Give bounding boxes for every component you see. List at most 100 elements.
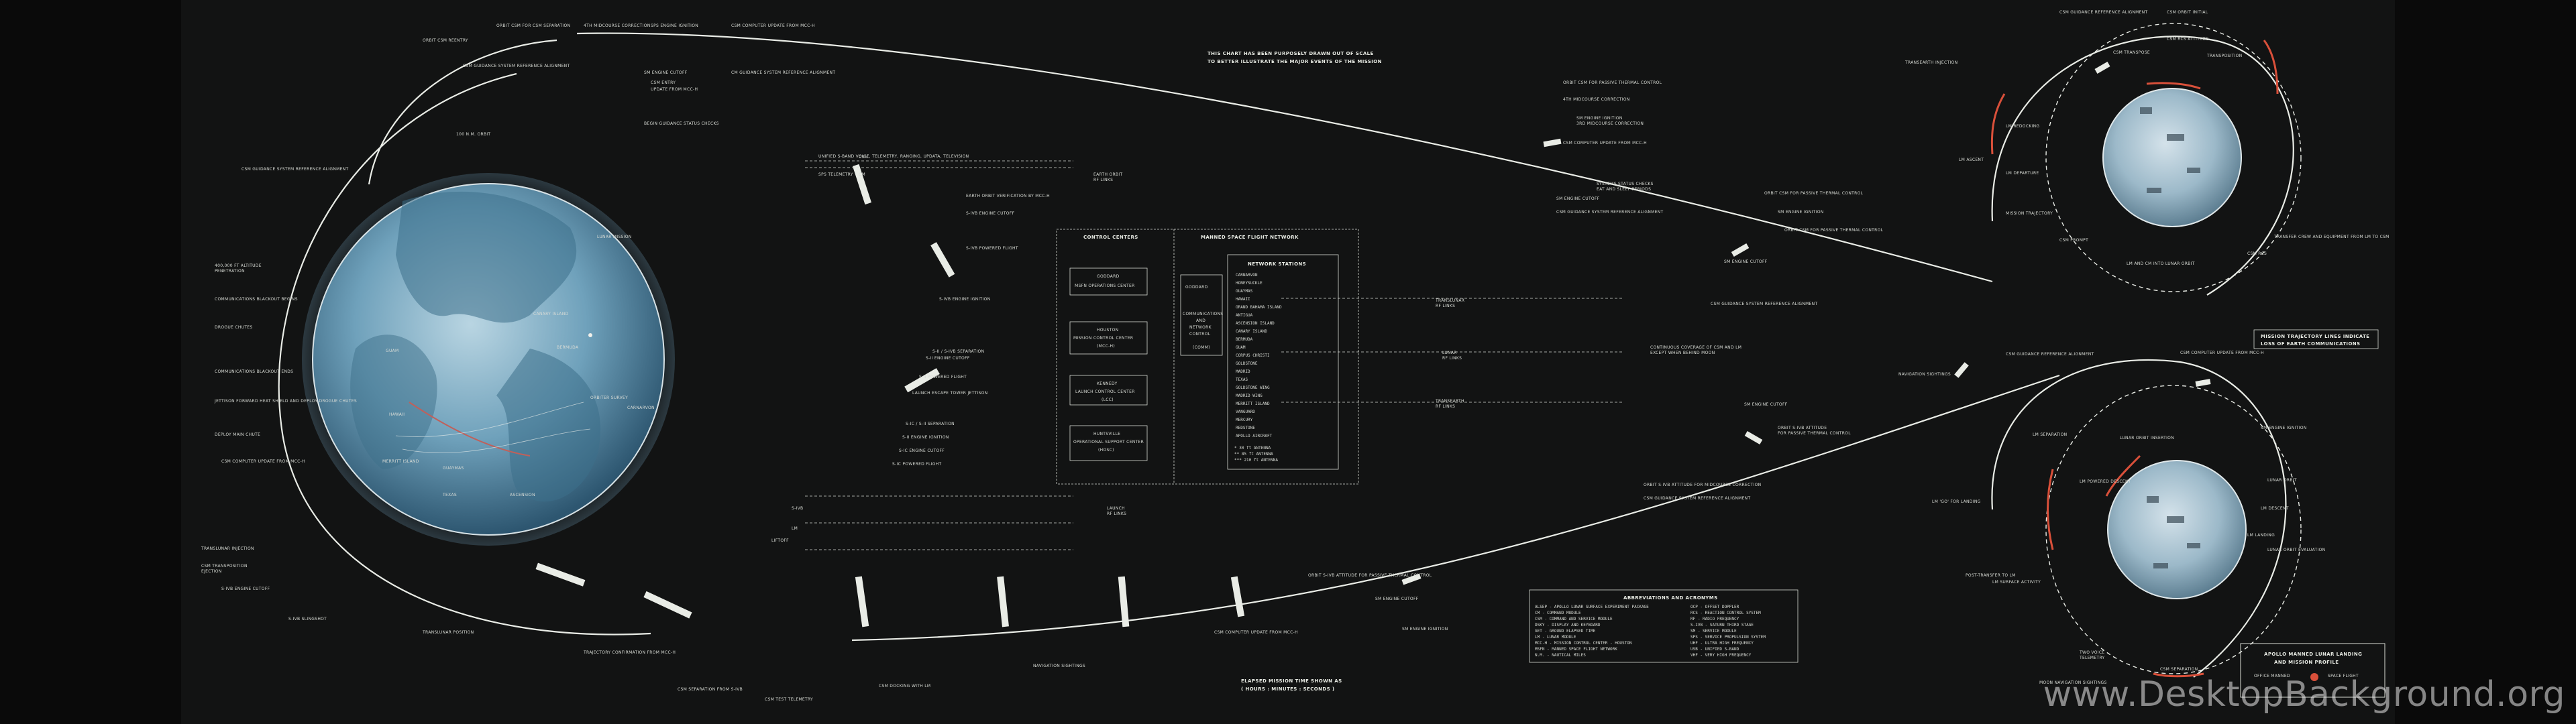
label: CSM GUIDANCE REFERENCE ALIGNMENT [2059,10,2148,15]
label: FOR PASSIVE THERMAL CONTROL [1778,431,1851,436]
earth-label: HAWAII [389,412,405,417]
abbreviation-entry: S-IVB - SATURN THIRD STAGE [1690,623,1754,627]
label: DEPLOY MAIN CHUTE [215,432,260,437]
saturn-v-icon [1118,576,1130,627]
label: RF LINKS [1436,404,1455,409]
label: LUNAR [1442,351,1457,355]
label: CSM COMPUTER UPDATE FROM MCC-H [2180,351,2264,355]
earth-label: BERMUDA [557,345,579,350]
label: TWO VOICE [2079,650,2104,655]
csm-icon [2094,62,2110,74]
label: S-II POWERED FLIGHT [919,375,967,379]
label: TRAJECTORY CONFIRMATION FROM MCC-H [583,650,676,655]
transearth-path [851,374,2060,642]
label: NAVIGATION SIGHTINGS [1033,664,1085,668]
label: DROGUE CHUTES [215,325,253,330]
label: TRANSEARTH [1435,399,1464,404]
label: LM LANDING [2247,533,2275,538]
launch-event-labels: EARTH ORBIT VERIFICATION BY MCC-H S-IVB … [771,194,1050,543]
label: PENETRATION [215,269,245,274]
csm-icon [1401,573,1421,585]
lunar-orbit-top [1991,36,2294,296]
saturn-v-icon [852,164,872,205]
label: LUNAR ORBIT [2267,478,2297,483]
mission-diagram-svg: ORBIT CSM FOR CSM SEPARATION 4TH MIDCOUR… [201,10,2390,702]
earth-label: ORBITER SURVEY [590,396,628,400]
label: EAT AND SLEEP PERIODS [1597,187,1651,192]
station-name: MADRID WING [1236,394,1263,398]
label: S-II ENGINE CUTOFF [926,356,970,361]
center-label: KENNEDY [1097,381,1118,386]
center-label: MISSION CONTROL CENTER [1073,336,1133,341]
station-name: GRAND BAHAMA ISLAND [1236,305,1282,310]
label: TRANSLUNAR INJECTION [201,546,254,551]
stations-header: NETWORK STATIONS [1248,261,1306,267]
comm-label: GODDARD [1185,285,1208,290]
comm-label: CONTROL [1189,332,1211,337]
label: ORBIT CSM FOR PASSIVE THERMAL CONTROL [1764,191,1864,196]
abbreviation-entry: CM - COMMAND MODULE [1535,611,1581,615]
label: CSM COMPUTER UPDATE FROM MCC-H [1563,141,1647,145]
label: LIFTOFF [771,538,789,543]
label: LM SEPARATION [2033,432,2067,437]
center-label: (MCC-H) [1097,344,1115,349]
csm-icon [1731,243,1750,257]
label: ORBIT S-IVB ATTITUDE FOR PASSIVE THERMAL… [1308,573,1432,578]
label: UPDATE FROM MCC-H [651,87,698,92]
label: LM POWERED DESCENT [2080,479,2131,484]
earth-label: LUNAR MISSION [597,235,632,239]
station-legend: ** 85 ft ANTENNA [1234,452,1273,457]
label: TRANSPOSITION [2206,54,2242,58]
label: NAVIGATION SIGHTINGS [1898,372,1951,377]
label: S-IC ENGINE CUTOFF [899,448,945,453]
center-label: MSFN OPERATIONS CENTER [1075,284,1135,288]
abbreviation-entry: OCP - OFFSET DOPPLER [1690,605,1739,609]
center-label: LAUNCH CONTROL CENTER [1075,389,1135,394]
saturn-v-icon [904,368,940,393]
label: LAUNCH [1107,506,1125,511]
scale-notice: THIS CHART HAS BEEN PURPOSELY DRAWN OUT … [1208,51,1382,64]
abbreviation-entry: SPS - SERVICE PROPULSION SYSTEM [1690,635,1766,640]
station-legend: * 30 ft ANTENNA [1234,446,1271,450]
title-line: APOLLO MANNED LUNAR LANDING [2264,652,2362,657]
label: TRANSFER CREW AND EQUIPMENT FROM LM TO C… [2273,235,2390,239]
station-name: GUAYMAS [1236,289,1253,294]
left-margin [0,0,181,724]
saturn-v-icon [855,576,869,627]
label: LM DESCENT [2261,506,2289,511]
dashed-lunar-orbits [2045,23,2302,674]
label: LM 'GO' FOR LANDING [1932,499,1981,504]
label: TRANSLUNAR [1435,298,1464,303]
label: S-IVB ENGINE IGNITION [939,297,990,302]
watermark: www.DesktopBackground.org [2043,674,2565,715]
label: CSM TRANSPOSE [2113,50,2150,55]
center-label: (LCC) [1102,398,1114,402]
label: SM ENGINE IGNITION [2261,426,2307,430]
center-label: HUNTSVILLE [1093,432,1120,436]
trajectory-note-line: MISSION TRAJECTORY LINES INDICATE [2261,334,2369,339]
label: JETTISON FORWARD HEAT SHIELD AND DEPLOY … [214,399,357,404]
label: CSM TEST TELEMETRY [765,697,813,702]
abbreviation-entry: N.M. - NAUTICAL MILES [1535,653,1586,658]
comm-label: (COMM) [1193,345,1210,350]
title-line: OFFICE MANNED [2254,674,2290,678]
label: LM AND CM INTO LUNAR ORBIT [2127,261,2195,266]
csm-icon [2195,379,2211,387]
label: SM ENGINE IGNITION [1402,627,1448,631]
saturn-v-icon [1230,576,1245,617]
translunar-path [576,32,1993,283]
label: CSM SEPARATION FROM S-IVB [678,687,743,692]
station-name: HONEYSUCKLE [1236,281,1263,286]
abbreviation-entry: UHF - ULTRA HIGH FREQUENCY [1690,641,1754,646]
label: ORBIT CSM FOR PASSIVE THERMAL CONTROL [1563,80,1662,85]
mid-event-labels: ORBIT CSM FOR PASSIVE THERMAL CONTROL 4T… [1214,80,1951,635]
station-name: MERCURY [1236,418,1253,422]
station-name: ANTIGUA [1236,313,1253,318]
outer-earth-orbit [368,39,557,185]
saturn-v-icon [930,242,955,278]
label: LUNAR ORBIT EVALUATION [2267,548,2325,552]
label: S-IVB ENGINE CUTOFF [966,211,1015,216]
label: SM ENGINE IGNITION [1778,210,1824,215]
label: LM REDOCKING [2006,124,2039,129]
